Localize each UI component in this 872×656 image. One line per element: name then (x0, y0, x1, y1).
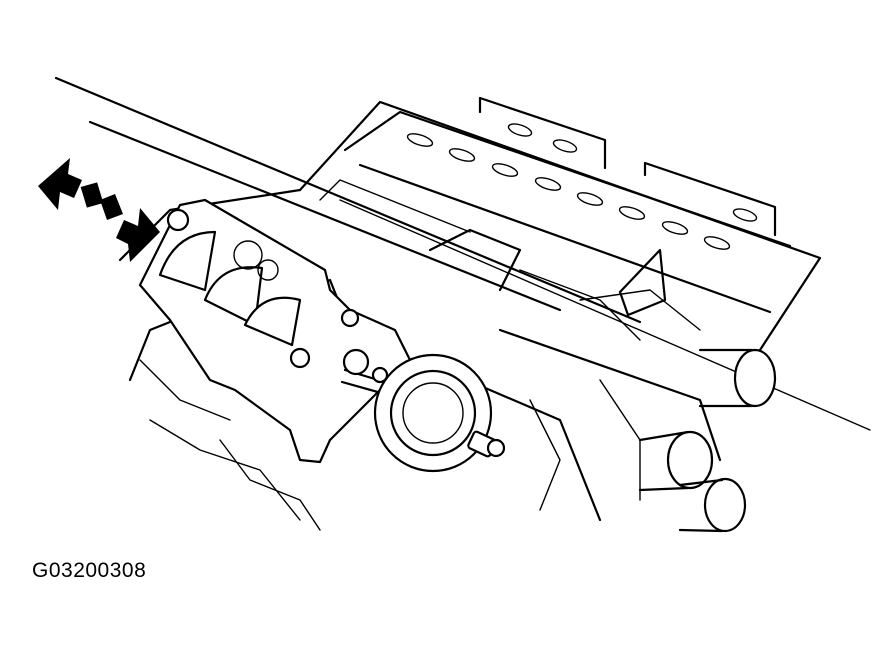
shaft-ends (638, 348, 777, 533)
head-bolt-holes (406, 123, 758, 250)
background-reference-lines (54, 76, 871, 431)
movement-arrow-icon (38, 158, 160, 262)
figure-id-label: G03200308 (32, 559, 147, 582)
dial-indicator (340, 348, 506, 473)
cylinder-head (298, 96, 822, 352)
camshaft-lobes (158, 230, 302, 347)
